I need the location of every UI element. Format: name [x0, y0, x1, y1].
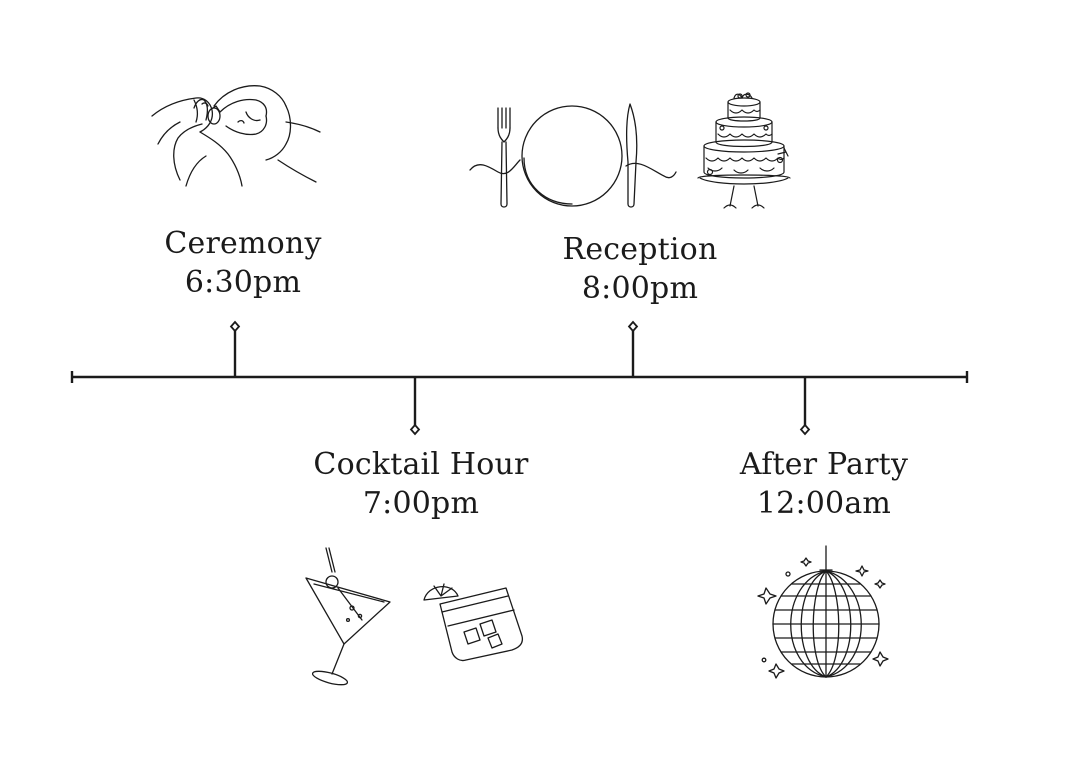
after-party-diamond-marker	[801, 425, 809, 434]
event-time: 6:30pm	[184, 265, 302, 300]
ceremony-diamond-marker	[231, 322, 239, 331]
rocks-glass-icon	[420, 580, 524, 662]
event-time: 8:00pm	[581, 271, 699, 306]
event-label-cocktail-hour: Cocktail Hour 7:00pm	[301, 445, 541, 523]
event-title: Ceremony	[164, 226, 322, 261]
event-time: 7:00pm	[362, 486, 480, 521]
disco-ball-icon	[754, 544, 896, 684]
place-setting-icon	[468, 100, 678, 214]
event-label-ceremony: Ceremony 6:30pm	[143, 224, 343, 302]
cocktail-hour-diamond-marker	[411, 425, 419, 434]
martini-glass-icon	[300, 544, 396, 686]
event-title: After Party	[739, 447, 909, 482]
event-time: 12:00am	[756, 486, 892, 521]
event-title: Cocktail Hour	[313, 447, 529, 482]
reception-diamond-marker	[629, 322, 637, 331]
hands-ring-icon	[150, 82, 322, 192]
event-label-reception: Reception 8:00pm	[540, 230, 740, 308]
wedding-cake-icon	[694, 90, 790, 212]
event-title: Reception	[562, 232, 718, 267]
event-label-after-party: After Party 12:00am	[719, 445, 929, 523]
